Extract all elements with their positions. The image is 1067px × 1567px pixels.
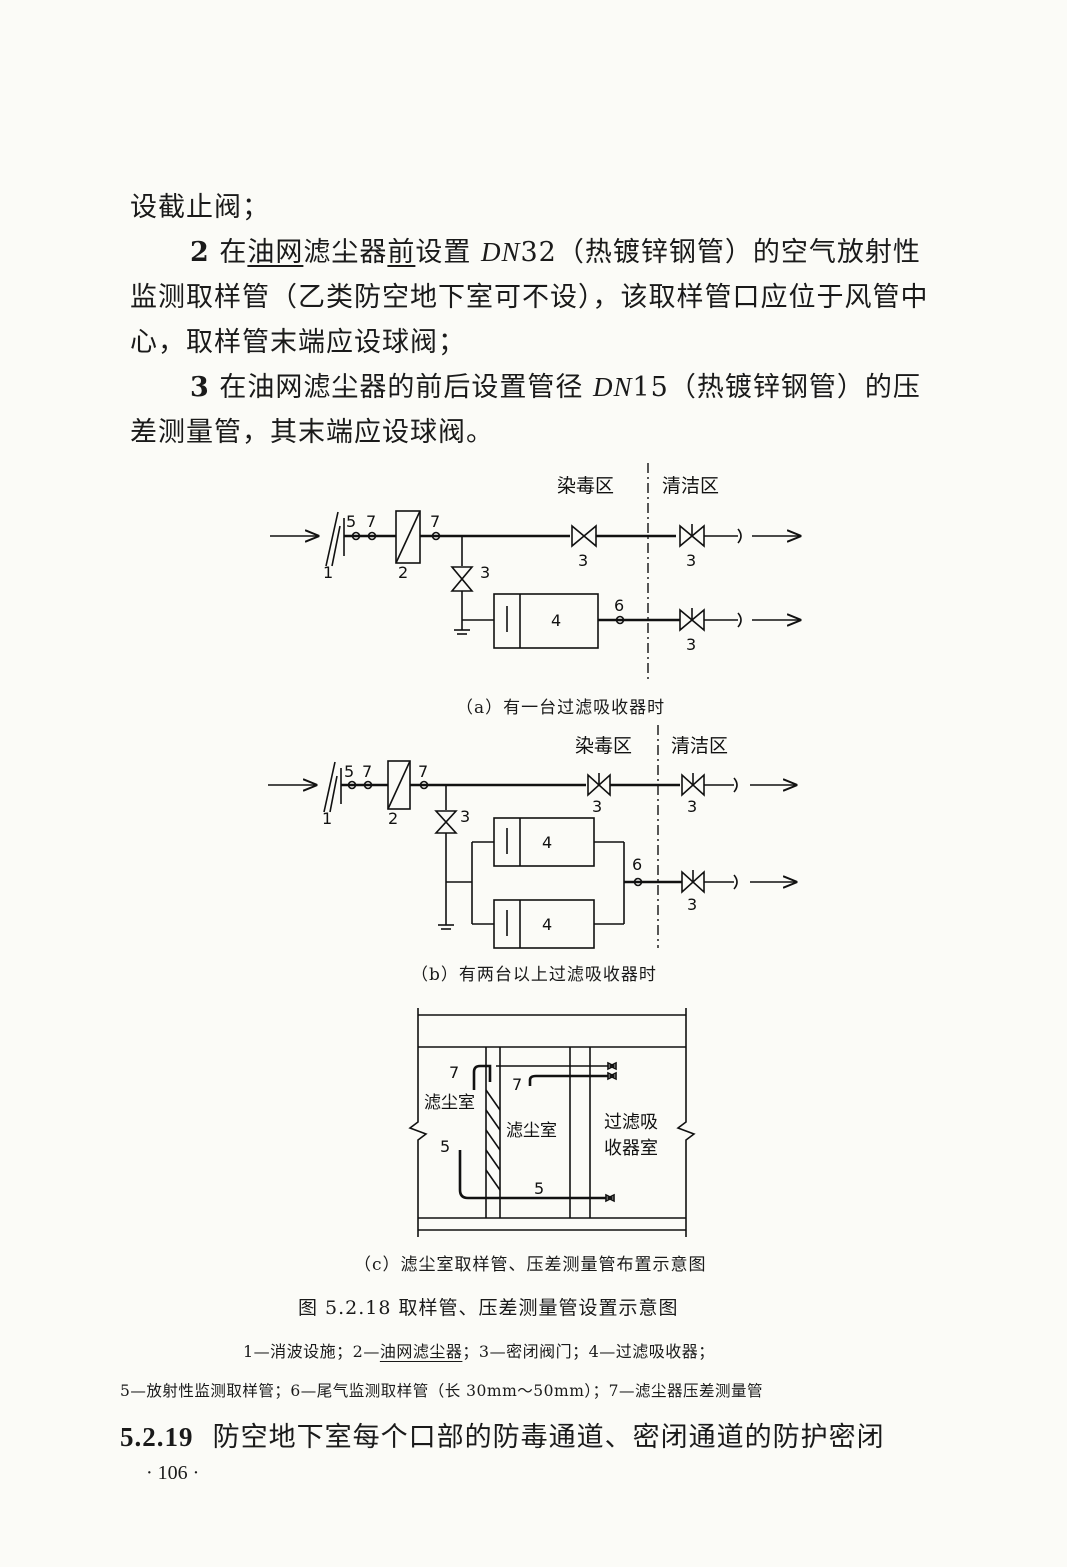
fig-b-label-3c: 3	[687, 797, 697, 816]
figure-a: 染毒区 清洁区	[270, 463, 800, 683]
fig-a-label-3d: 3	[686, 635, 696, 654]
item-3-line-2: 差测量管，其末端应设球阀。	[130, 417, 494, 448]
fig-c-room-filter-2: 收器室	[604, 1138, 658, 1159]
item-2-line-3: 心，取样管末端应设球阀；	[130, 327, 466, 358]
item-2-line-2: 监测取样管（乙类防空地下室可不设），该取样管口应位于风管中	[130, 282, 929, 313]
item-3-number: 3	[190, 372, 210, 403]
fig-a-label-7a: 7	[366, 512, 376, 531]
fig-b-label-7b: 7	[418, 762, 428, 781]
page-number: · 106 ·	[146, 1462, 200, 1484]
fig-a-filter-absorber	[493, 593, 599, 649]
fig-c-wall-right	[676, 1008, 696, 1237]
item-3-dn: DN	[592, 372, 633, 402]
fig-a-label-3b: 3	[578, 551, 588, 570]
fig-c-pipe-7-mid	[528, 1074, 608, 1086]
section-text: 防空地下室每个口部的防毒通道、密闭通道的防护密闭	[212, 1422, 885, 1453]
fig-c-label-7a: 7	[449, 1063, 459, 1082]
fig-b-label-6: 6	[632, 855, 642, 874]
fig-b-label-2: 2	[388, 809, 398, 828]
item-2-text-d: 32（热镀锌钢管）的空气放射性	[520, 237, 921, 268]
item-2-number: 2	[190, 237, 210, 268]
item-3-text-a: 在油网滤尘器的前后设置管径	[219, 372, 593, 403]
fig-b-valve-2	[681, 773, 705, 797]
fig-b-zone-clean: 清洁区	[671, 735, 728, 757]
fig-c-pipe-5	[458, 1150, 606, 1200]
fig-a-valve-3	[450, 566, 474, 592]
fig-c-pipe-7-left	[472, 1064, 492, 1090]
fig-a-label-7b: 7	[430, 512, 440, 531]
fig-b-label-5: 5	[344, 762, 354, 781]
fig-a-valve-1	[571, 524, 597, 548]
fig-c-wall-left	[408, 1008, 428, 1237]
fig-a-label-3a: 3	[480, 563, 490, 582]
fig-c-room-filter-1: 过滤吸	[604, 1112, 658, 1133]
fig-a-zone-contaminated: 染毒区	[557, 475, 614, 497]
figure-c: 7 7 5 5 滤尘室 滤尘室 过滤吸 收器室	[408, 1008, 696, 1237]
fig-a-valve-2	[679, 524, 705, 548]
fig-b-wave-device	[323, 761, 338, 813]
item-3-line-1: 3 在油网滤尘器的前后设置管径 DN15（热镀锌钢管）的压	[190, 365, 921, 404]
fig-b-label-1: 1	[322, 809, 332, 828]
item-2-underline-1: 油网	[247, 237, 304, 268]
fig-c-label-5a: 5	[440, 1137, 450, 1156]
fig-a-valve-4	[679, 608, 705, 632]
fig-c-room-dust-left: 滤尘室	[424, 1093, 475, 1113]
fig-c-filter-hatch	[485, 1089, 501, 1191]
item-2-text-c: 设置	[415, 237, 481, 268]
fig-b-label-3a: 3	[460, 807, 470, 826]
fig-a-label-3c: 3	[686, 551, 696, 570]
section-number: 5.2.19	[120, 1422, 194, 1452]
fig-b-label-7a: 7	[362, 762, 372, 781]
fig-a-label-1: 1	[323, 563, 333, 582]
figure-b: 染毒区 清洁区	[268, 725, 796, 949]
fig-a-label-2: 2	[398, 563, 408, 582]
section-heading: 5.2.19 防空地下室每个口部的防毒通道、密闭通道的防护密闭	[120, 1415, 885, 1454]
fig-a-wave-device	[325, 511, 341, 567]
fig-b-valve-3	[434, 810, 458, 834]
fig-b-caption: （b）有两台以上过滤吸收器时	[411, 965, 657, 985]
item-2-underline-2: 前	[387, 237, 416, 268]
fig-b-label-3b: 3	[592, 797, 602, 816]
item-2-text-b: 滤尘器	[303, 237, 388, 268]
figure-title: 图 5.2.18 取样管、压差测量管设置示意图	[298, 1297, 679, 1319]
item-2-line-1: 2 在油网滤尘器前设置 DN32（热镀锌钢管）的空气放射性	[190, 230, 921, 269]
item-2-text-a: 在	[219, 237, 248, 268]
fig-a-zone-clean: 清洁区	[662, 475, 719, 497]
fig-b-label-3d: 3	[687, 895, 697, 914]
legend-line-2: 5—放射性监测取样管；6—尾气监测取样管（长 30mm～50mm）；7—滤尘器压…	[120, 1382, 764, 1400]
item-2-dn: DN	[480, 237, 521, 267]
fig-b-zone-contaminated: 染毒区	[575, 735, 632, 757]
text-line-1: 设截止阀；	[130, 192, 270, 223]
fig-b-label-4a: 4	[542, 833, 552, 852]
item-3-text-b: 15（热镀锌钢管）的压	[632, 372, 921, 403]
fig-b-label-4b: 4	[542, 915, 552, 934]
fig-c-label-5b: 5	[534, 1179, 544, 1198]
fig-c-label-7b: 7	[512, 1075, 522, 1094]
fig-a-caption: （a）有一台过滤吸收器时	[456, 698, 666, 718]
fig-c-room-dust-mid: 滤尘室	[506, 1121, 557, 1141]
fig-b-valve-1	[587, 773, 611, 797]
fig-c-caption: （c）滤尘室取样管、压差测量管布置示意图	[354, 1255, 707, 1275]
fig-a-label-4: 4	[551, 611, 561, 630]
legend-line-1: 1—消波设施；2—油网滤尘器；3—密闭阀门；4—过滤吸收器；	[243, 1342, 715, 1361]
fig-a-label-5: 5	[346, 512, 356, 531]
fig-b-valve-4	[681, 870, 705, 894]
fig-a-label-6: 6	[614, 596, 624, 615]
